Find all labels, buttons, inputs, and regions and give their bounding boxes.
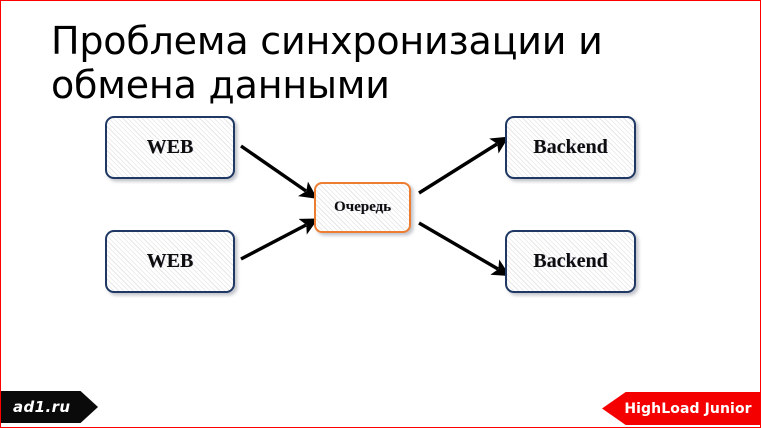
edge-web-top-to-queue bbox=[240, 144, 318, 199]
diagram-node-label: Очередь bbox=[333, 199, 392, 215]
edge-web-bottom-to-queue bbox=[240, 218, 319, 261]
diagram-node-web-bottom[interactable]: WEB bbox=[105, 230, 235, 293]
diagram-node-label: WEB bbox=[146, 136, 194, 158]
diagram-node-label: Backend bbox=[533, 250, 608, 272]
diagram-node-queue[interactable]: Очередь bbox=[314, 182, 411, 233]
diagram-node-web-top[interactable]: WEB bbox=[105, 116, 235, 179]
page-title: Проблема синхронизации и обмена данными bbox=[51, 19, 603, 107]
edge-queue-to-backend-top bbox=[418, 136, 509, 195]
brand-logo-text: ad1.ru bbox=[13, 398, 71, 416]
diagram-node-label: WEB bbox=[146, 250, 194, 272]
diagram-node-backend-top[interactable]: Backend bbox=[505, 116, 636, 179]
event-logo-banner: HighLoad Junior bbox=[602, 392, 760, 425]
edge-queue-to-backend-bottom bbox=[418, 221, 511, 277]
diagram-node-backend-bottom[interactable]: Backend bbox=[505, 230, 636, 293]
diagram-node-label: Backend bbox=[533, 136, 608, 158]
brand-logo-banner: ad1.ru bbox=[1, 391, 98, 423]
event-logo-text: HighLoad Junior bbox=[624, 400, 752, 417]
